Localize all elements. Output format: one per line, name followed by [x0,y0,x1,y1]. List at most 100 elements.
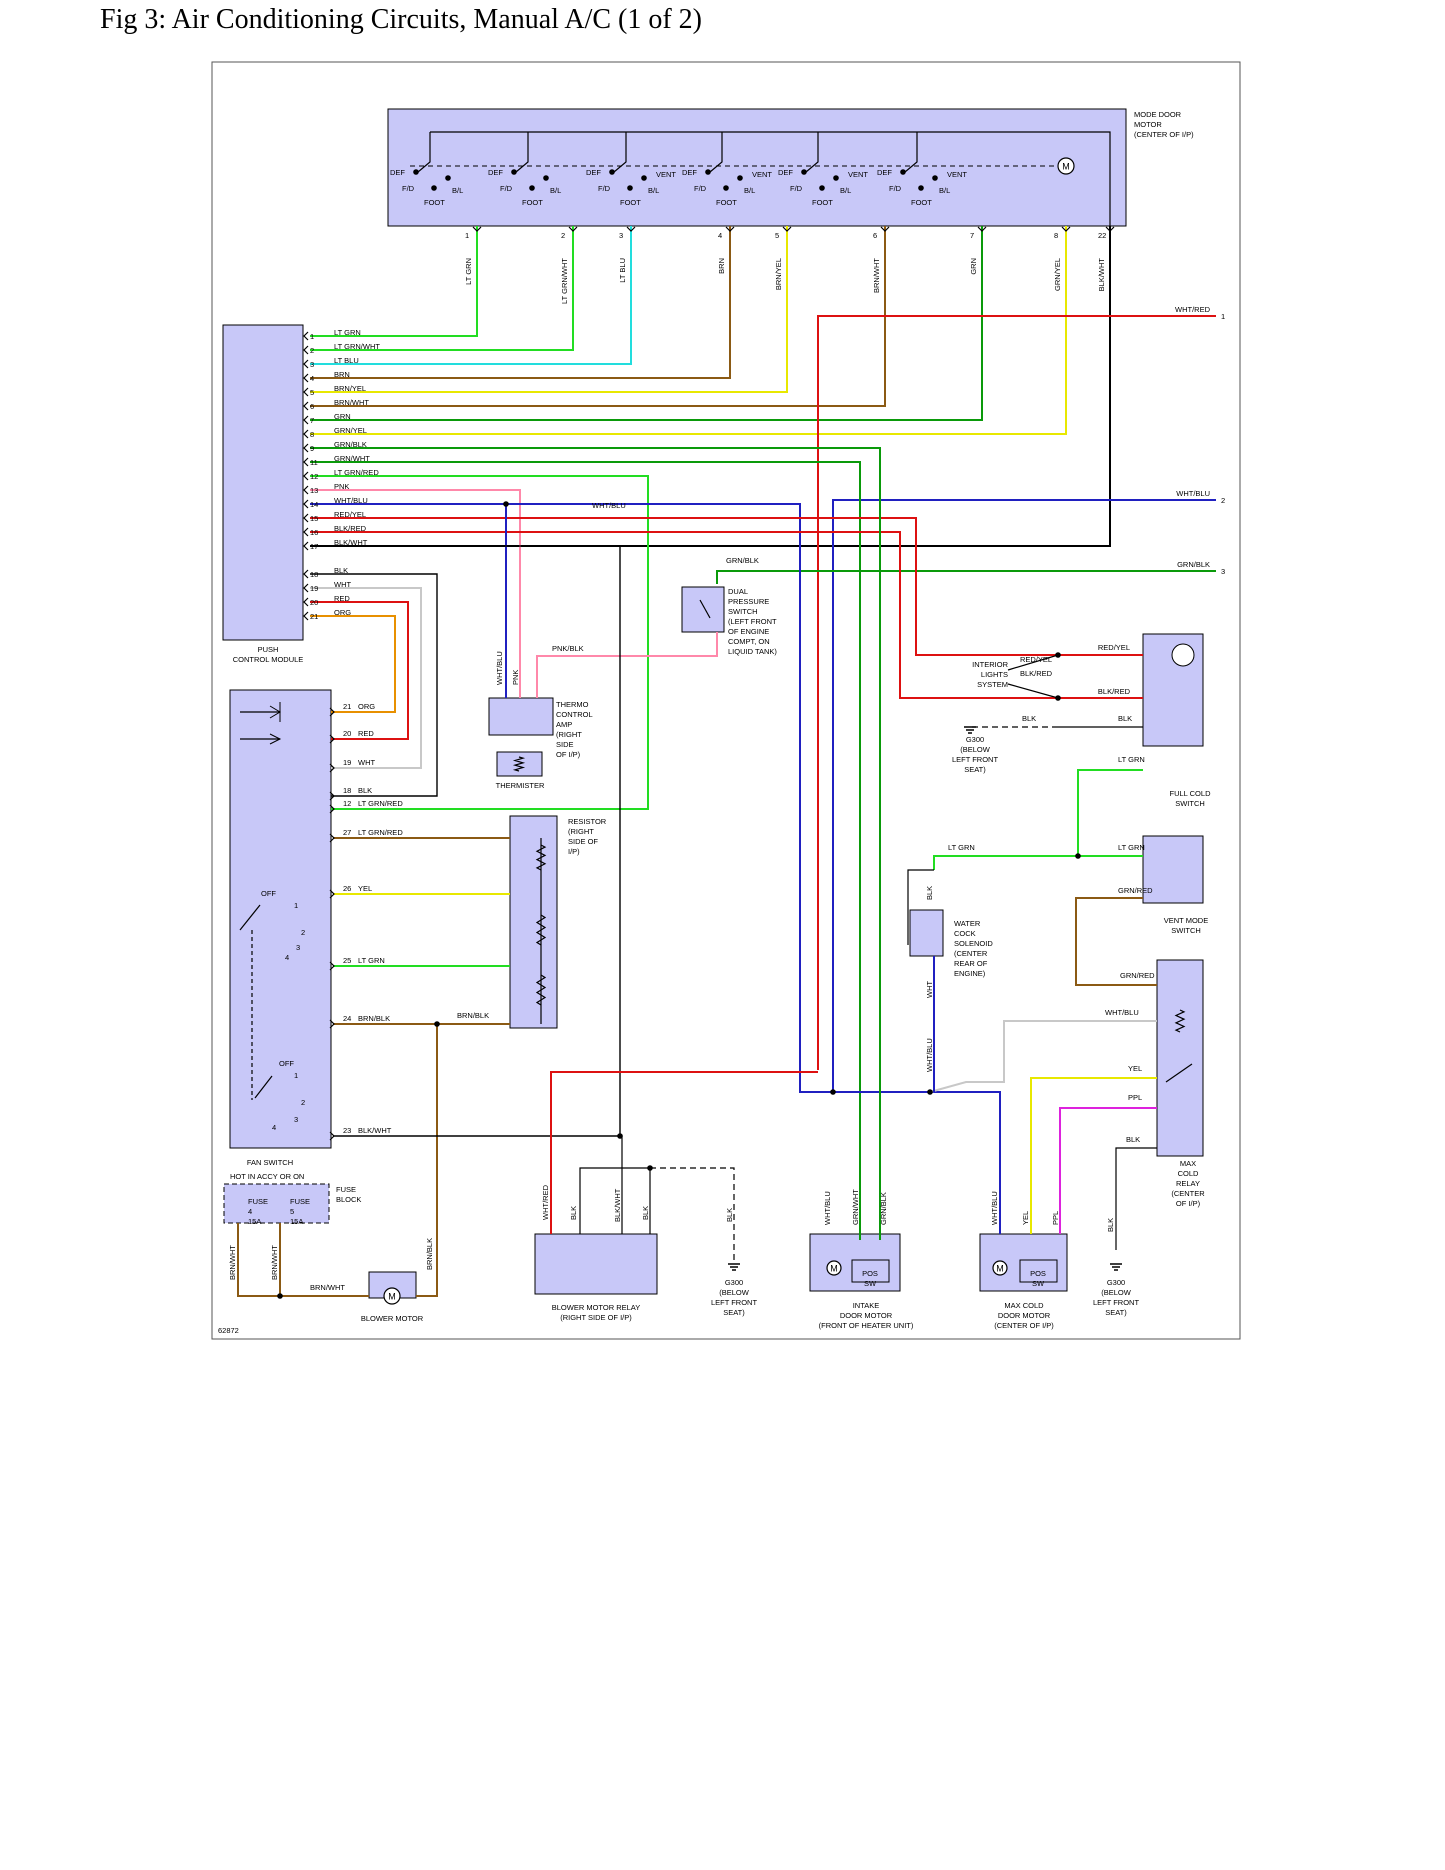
module-pin-connector [303,359,309,369]
mode-switch-contact [904,132,918,173]
component-label: BLOCK [336,1195,361,1204]
wht-blu-maxcold-wire [930,1091,1001,1234]
lt-grn-fullcold-wire [1077,769,1143,856]
splice-dot [529,185,535,191]
max-cold-motor-symbol [992,1260,1008,1276]
module-pin-connector [303,471,309,481]
splice-dot [647,1165,653,1171]
mode-motor-wire [310,226,983,421]
fan-position-label: OFF [279,1059,294,1068]
grn-wht-wire [310,461,861,1240]
component-label: VENT MODE [1164,916,1208,925]
int-lights-lead [1007,654,1059,671]
component-label: CONTROL [556,710,593,719]
mode-switch-label: DEF [390,168,405,177]
component-label: DOOR MOTOR [998,1311,1051,1320]
blower-motor-symbol [383,1287,401,1305]
mode-motor-wire [310,226,886,407]
wire-label: BLK/WHT [613,1188,622,1222]
module-pin-wire-label: PNK [334,482,349,491]
fan-pin-connector [329,889,335,899]
relay-ground-dash [650,1167,735,1260]
splice-dot [932,175,938,181]
push-control-module-box [222,324,304,641]
wire-label: BRN/BLK [457,1011,489,1020]
wire-label: GRN/BLK [879,1192,888,1225]
fan-pin-number: 23 [343,1126,351,1135]
mode-pin-number: 8 [1054,231,1058,240]
mode-pin-number: 4 [718,231,722,240]
wire-label: BRN/WHT [228,1245,237,1280]
wht-red-relay-wire [550,1071,818,1234]
component-label: 15A [290,1217,303,1226]
module-pin-wire-label: GRN/YEL [334,426,367,435]
mode-pin-connector [1061,226,1071,232]
wire-label: GRN/RED [1118,886,1153,895]
mode-switch-label: VENT [752,170,772,179]
wht-blu-relay-wire [929,1020,1157,1093]
blk-18-wire [310,573,438,797]
mode-switch-label: DEF [682,168,697,177]
dual-pressure-switch-box [681,586,725,633]
wire-label: BLK [725,1208,734,1222]
mode-motor-wire [310,226,1067,435]
wire-label: GRN/WHT [851,1189,860,1225]
component-label: MOTOR [1134,120,1162,129]
motor-label: M [830,1264,838,1274]
org-21-wire [310,615,396,713]
fan-position-label: 2 [301,1098,305,1107]
wire-label: YEL [1021,1211,1030,1225]
component-label: INTAKE [853,1301,880,1310]
wire-label: BRN/BLK [425,1238,434,1270]
mode-wire-label: GRN [969,258,978,275]
fan-pin-wire-label: ORG [358,702,375,711]
component-label: LIGHTS [981,670,1008,679]
component-label: (BELOW [719,1288,750,1297]
wht-blu-wire [310,503,930,1093]
wire-label: BLK [1106,1218,1115,1232]
component-label: COCK [954,929,976,938]
red-20-wire [310,601,409,740]
mode-switch-label: F/D [889,184,902,193]
offpage-wire-label: WHT/BLU [1176,489,1210,498]
mode-wire-label: LT BLU [618,258,627,283]
fan-position-label: 1 [294,901,298,910]
mode-wire-label: BRN/WHT [872,258,881,293]
mode-switch-contact [417,132,431,173]
mode-wire-label: LT GRN [464,258,473,285]
wire-label: YEL [1128,1064,1142,1073]
component-label: SW [1032,1279,1045,1288]
wire-label: WHT/BLU [1105,1008,1139,1017]
wire-label: RED/YEL [1020,655,1052,664]
water-cock-blk [907,869,934,945]
fan-pin-wire-label: RED [358,729,374,738]
wire-label: WHT/BLU [925,1038,934,1072]
splice-dot [434,1021,440,1027]
mode-wire-label: BRN/YEL [774,258,783,290]
mode-pin-connector [626,226,636,232]
component-label: (CENTER [1171,1189,1205,1198]
mode-pin-number: 22 [1098,231,1106,240]
component-label: COMPT, ON [728,637,770,646]
component-label: THERMO [556,700,589,709]
wire-label: WHT/BLU [990,1191,999,1225]
blower-motor-label: BLOWER MOTOR [361,1314,424,1323]
module-pin-number: 8 [310,430,314,439]
component-label: OF I/P) [1176,1199,1201,1208]
fan-pin-wire-label: YEL [358,884,372,893]
mode-switch-label: FOOT [716,198,737,207]
offpage-wire-label: GRN/BLK [1177,560,1210,569]
wire-label: BLK [1126,1135,1140,1144]
page-title: Fig 3: Air Conditioning Circuits, Manual… [100,4,702,35]
fan-position-label: 3 [294,1115,298,1124]
offpage-number: 3 [1221,567,1225,576]
module-pin-connector [303,457,309,467]
wire-label: GRN/BLK [726,556,759,565]
fan-position-label: 2 [301,928,305,937]
wire-label: BLK/RED [1020,669,1053,678]
component-label: SWITCH [1175,799,1205,808]
splice-dot [413,169,419,175]
lt-grn-red-wire [310,475,649,810]
vent-mode-switch-box [1142,835,1204,904]
module-pin-number: 17 [310,542,318,551]
